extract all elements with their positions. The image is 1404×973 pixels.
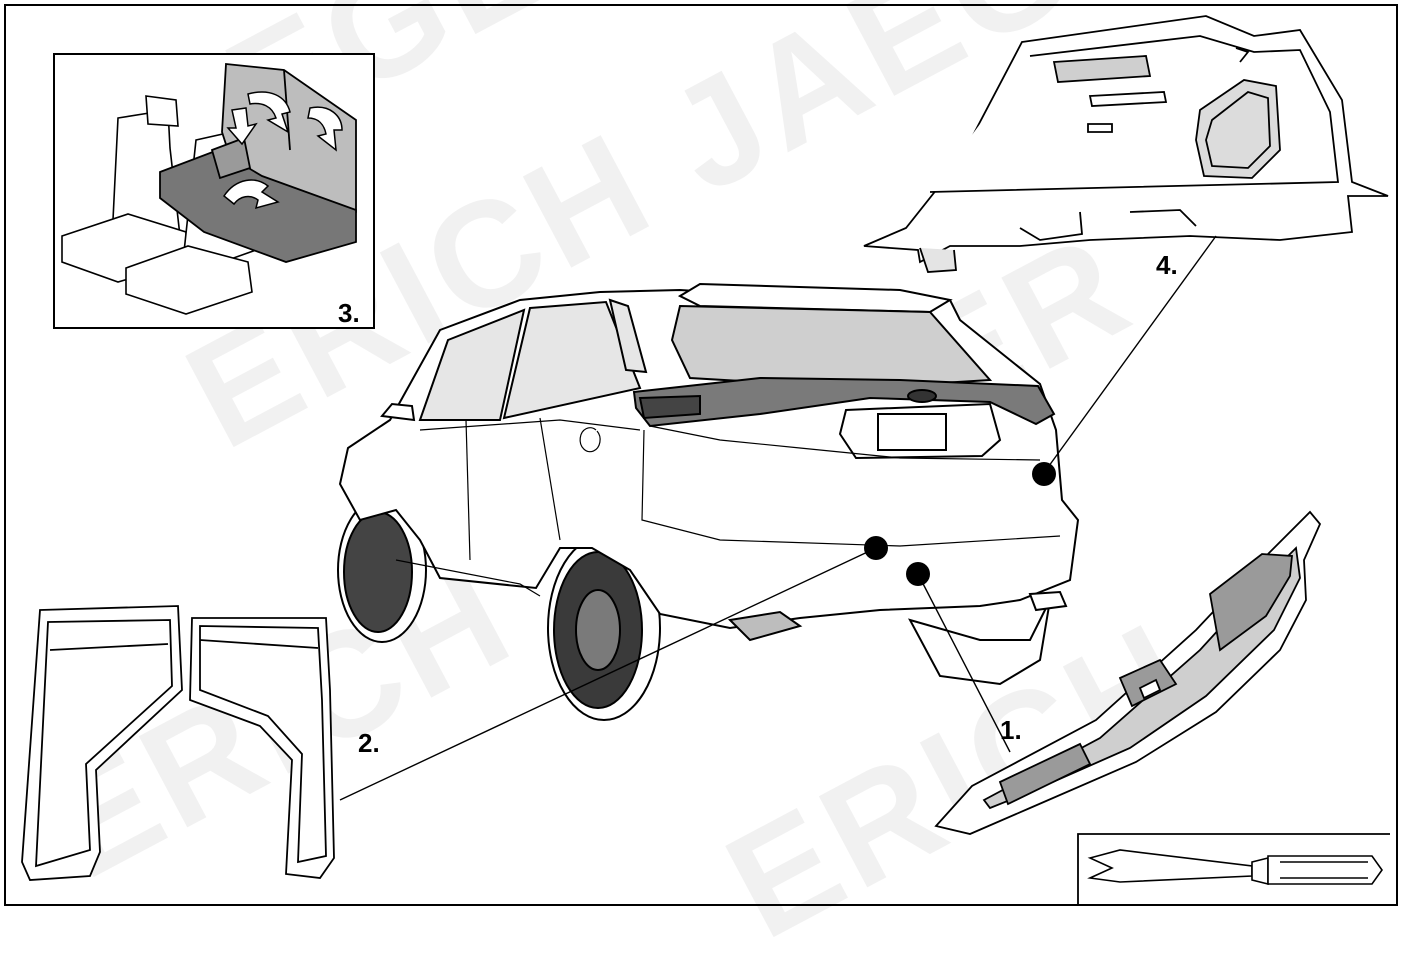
side-trim-panel bbox=[863, 15, 1389, 273]
vehicle-body bbox=[337, 282, 1080, 721]
step-label-4: 4. bbox=[1156, 250, 1178, 280]
seat-fold-arrow-icon bbox=[222, 91, 343, 210]
exploded-diagram bbox=[21, 15, 1390, 906]
tool-inset bbox=[1077, 833, 1390, 906]
leader-lines bbox=[339, 235, 1217, 801]
callout-dot-2 bbox=[864, 536, 888, 560]
callout-dot-4 bbox=[1032, 462, 1056, 486]
trim-removal-tool-icon bbox=[1087, 849, 1383, 886]
step-label-2: 2. bbox=[358, 728, 380, 758]
step-label-3: 3. bbox=[338, 298, 360, 328]
diagram-frame bbox=[4, 4, 1398, 906]
wheel-arch-liners bbox=[21, 605, 335, 881]
sill-scuff-plate bbox=[934, 510, 1322, 835]
callout-dots bbox=[864, 462, 1056, 586]
ford-logo-icon bbox=[907, 389, 937, 403]
seat-fold-inset bbox=[53, 53, 375, 329]
step-label-1: 1. bbox=[1000, 715, 1022, 745]
callout-dot-1 bbox=[906, 562, 930, 586]
